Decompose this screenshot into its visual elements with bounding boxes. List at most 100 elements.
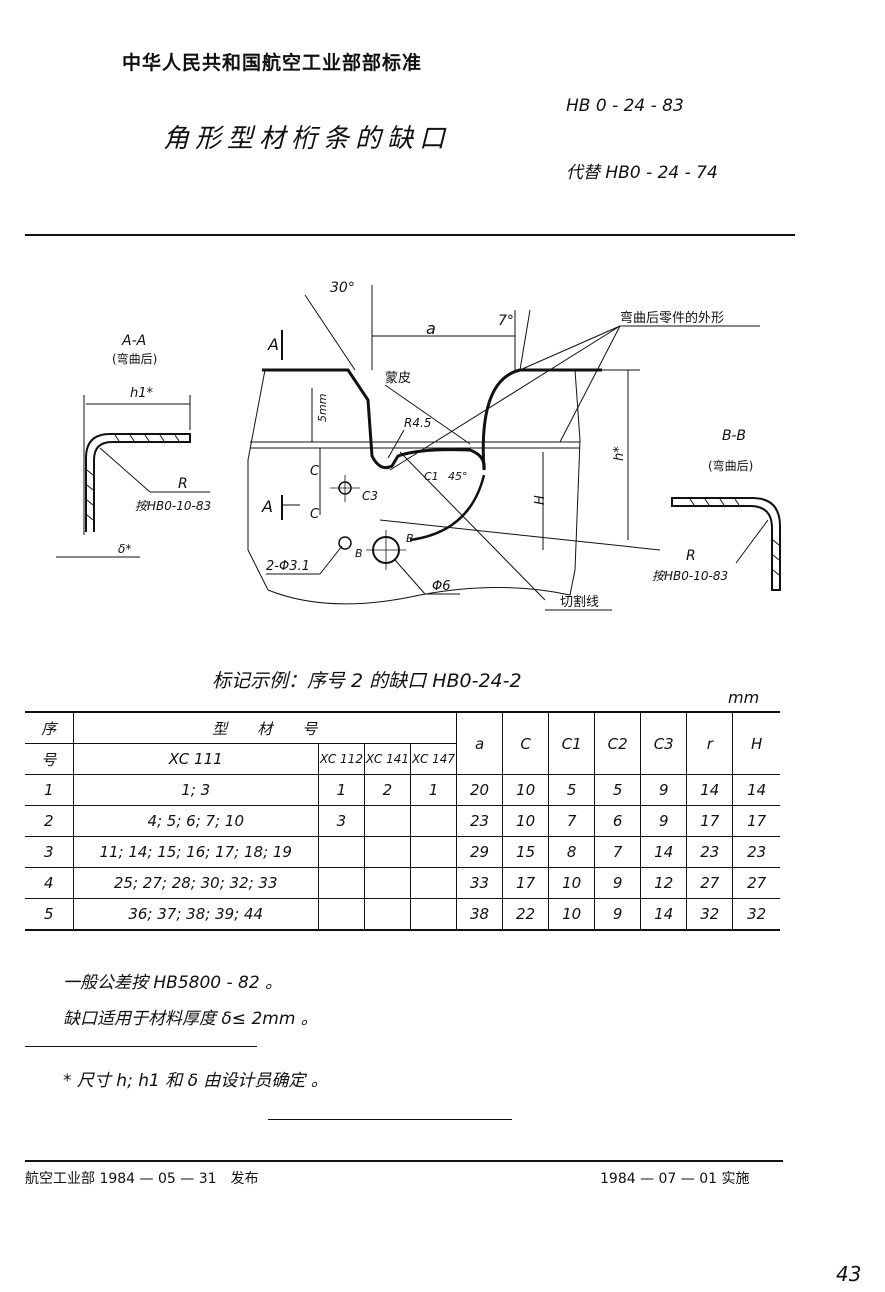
cell-xc111: 4; 5; 6; 7; 10 [72,805,319,837]
header-c3: C3 [640,711,688,775]
replaces-standard: 代替 HB0 - 24 - 74 [566,163,718,183]
section-aa-sub: (弯曲后) [112,351,157,366]
section-bb-r: R [686,548,696,564]
cell-xc141 [363,898,411,931]
section-aa-title: A-A [121,333,146,349]
cell-c: 10 [502,805,550,837]
cell-xc147 [409,867,458,899]
cell-xc141 [363,805,411,837]
footer-rule [25,1160,783,1162]
radius-label: R4.5 [404,416,431,430]
cell-c2: 6 [594,805,642,837]
header-a: a [456,711,504,775]
point-b-right: B [406,532,414,545]
cell-c1: 8 [548,836,596,868]
header-xc141: XC 141 [363,743,411,775]
cell-c1: 5 [548,774,596,806]
cell-xc141 [363,836,411,868]
header-profile: 型 材 号 [72,711,458,744]
point-b-left: B [355,547,363,560]
dimension-table: 序 型 材 号 a C C1 C2 C3 r H 号 XC 111 XC 112… [25,711,780,931]
cell-c3: 14 [640,898,688,931]
cell-xc147 [409,898,458,931]
cell-c3: 9 [640,805,688,837]
cell-c2: 5 [594,774,642,806]
cell-xc141 [363,867,411,899]
section-bb-title: B-B [722,428,746,444]
section-bb-r-ref: 按HB0-10-83 [652,569,728,583]
dim-c: C [310,464,320,479]
dim-c3: C3 [362,489,378,503]
cell-r: 32 [686,898,734,931]
cell-c3: 12 [640,867,688,899]
cell-H: 17 [732,805,780,837]
cell-xc111: 36; 37; 38; 39; 44 [72,898,319,931]
cell-r: 27 [686,867,734,899]
main-view-break-right [267,369,581,605]
document-title: 角形型材桁条的缺口 [163,124,452,154]
cell-no: 2 [25,805,74,837]
section-marker-a-top: A [267,335,279,354]
section-aa-delta: δ* [118,542,131,556]
small-hole-lower [338,536,352,550]
dim-c-lower: C [310,507,320,522]
note-tolerance: 一般公差按 HB5800 - 82 。 [63,973,283,993]
angle-45: 45° [448,470,468,483]
cell-c: 15 [502,836,550,868]
cell-c2: 9 [594,867,642,899]
dim-h: h* [612,446,627,461]
standard-number: HB 0 - 24 - 83 [566,96,684,116]
issue-date: 航空工业部 1984 — 05 — 31 发布 [25,1171,259,1187]
cell-a: 20 [456,774,504,806]
cell-a: 33 [456,867,504,899]
cell-H: 14 [732,774,780,806]
cell-xc147 [409,805,458,837]
cell-xc112 [317,898,365,931]
cell-xc112: 3 [317,805,365,837]
cell-xc112: 1 [317,774,365,806]
header-seq-top: 序 [25,711,74,744]
cell-xc111: 1; 3 [72,774,319,806]
cell-xc111: 25; 27; 28; 30; 32; 33 [72,867,319,899]
cell-xc112 [317,836,365,868]
header-rule [25,234,795,236]
cell-no: 1 [25,774,74,806]
header-xc147: XC 147 [409,743,458,775]
header-xc111: XC 111 [72,743,319,775]
cell-c: 22 [502,898,550,931]
section-marker-a-bottom: A [261,497,273,516]
footnote: * 尺寸 h; h1 和 δ 由设计员确定 。 [63,1071,328,1091]
cell-a: 38 [456,898,504,931]
header-H: H [732,711,780,775]
cell-a: 29 [456,836,504,868]
cell-H: 32 [732,898,780,931]
header-xc112: XC 112 [317,743,365,775]
skin-label: 蒙皮 [385,371,411,386]
main-view-break-left [247,369,350,591]
cell-xc147: 1 [409,774,458,806]
cell-c: 10 [502,774,550,806]
table-subheader-row: 号 XC 111 XC 112 XC 141 XC 147 [25,743,780,775]
marking-example: 标记示例：序号 2 的缺口 HB0-24-2 [212,670,522,692]
header-c2: C2 [594,711,642,775]
end-rule [268,1119,512,1120]
section-aa-r: R [178,476,188,492]
unit-label: mm [728,688,760,707]
cell-H: 23 [732,836,780,868]
dim-H: H [533,495,548,505]
cell-no: 3 [25,836,74,868]
section-aa-profile [85,433,191,532]
cut-line-label: 切割线 [560,594,599,610]
header-r: r [686,711,734,775]
dim-a: a [426,319,436,338]
header-c1: C1 [548,711,596,775]
table-header-row: 序 型 材 号 a C C1 C2 C3 r H [25,711,780,775]
cell-no: 4 [25,867,74,899]
cell-r: 17 [686,805,734,837]
notch-outline [262,368,486,471]
cell-c1: 10 [548,867,596,899]
